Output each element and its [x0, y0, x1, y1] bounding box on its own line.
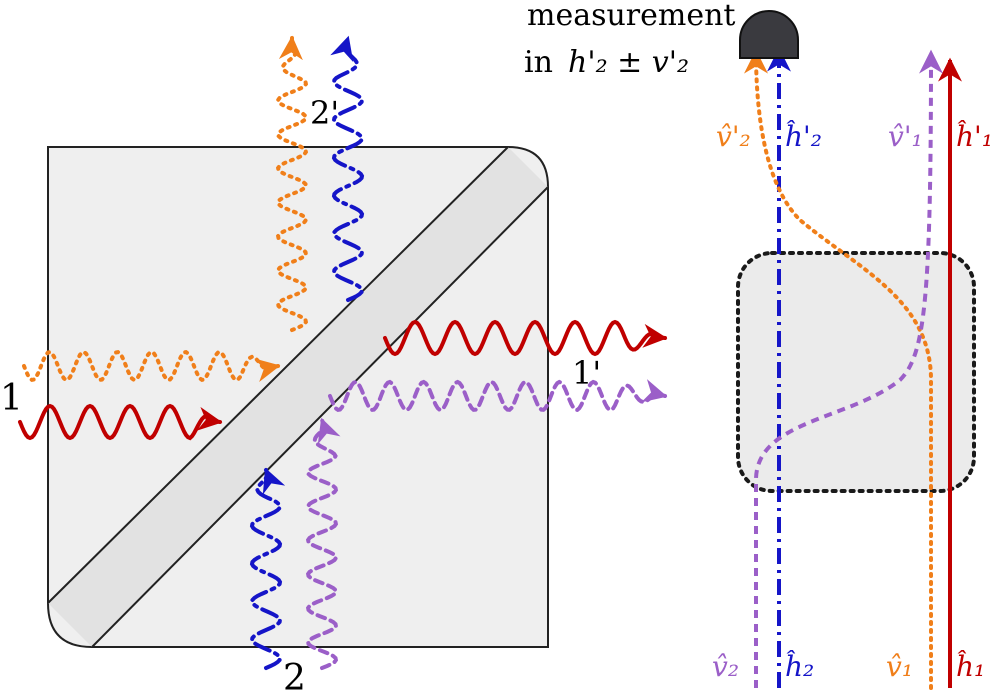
beam-2-purple	[305, 417, 341, 670]
port-2-out-label: 2'	[310, 94, 339, 132]
mode-label-v2-out: v̂'₂	[716, 120, 751, 153]
measurement-in-label: in	[524, 45, 553, 80]
mode-label-v2-in: v̂₂	[712, 650, 739, 683]
beam-2-blue	[249, 467, 286, 670]
measurement-label: measurement	[527, 0, 735, 33]
mode-label-v1-out: v̂'₁	[888, 120, 923, 153]
detector-icon	[739, 10, 799, 59]
mode-label-h2-in: ĥ₂	[785, 650, 814, 683]
beam-1out-red	[383, 319, 668, 357]
beam-1out-purple	[328, 379, 668, 413]
measurement-expression: h'₂ ± v'₂	[568, 45, 689, 80]
mode-label-h1-out: ĥ'₁	[956, 120, 993, 153]
beam-splitter-coating	[48, 147, 548, 647]
coating-edge-lower	[91, 186, 549, 648]
port-2-label: 2	[283, 658, 306, 690]
mode-mixing-box	[736, 251, 976, 493]
mode-label-h1-in: ĥ₁	[956, 650, 985, 683]
port-1-out-label: 1'	[572, 354, 601, 392]
mode-label-h2-out: ĥ'₂	[785, 120, 822, 153]
mode-line-v1	[744, 49, 933, 690]
mode-label-v1-in: v̂₁	[886, 650, 913, 683]
beam-2out-orange	[275, 35, 309, 332]
beam-2out-blue	[330, 35, 365, 302]
port-1-label: 1	[0, 378, 23, 419]
mode-line-v2	[754, 49, 943, 688]
beam-1-red	[18, 403, 223, 441]
